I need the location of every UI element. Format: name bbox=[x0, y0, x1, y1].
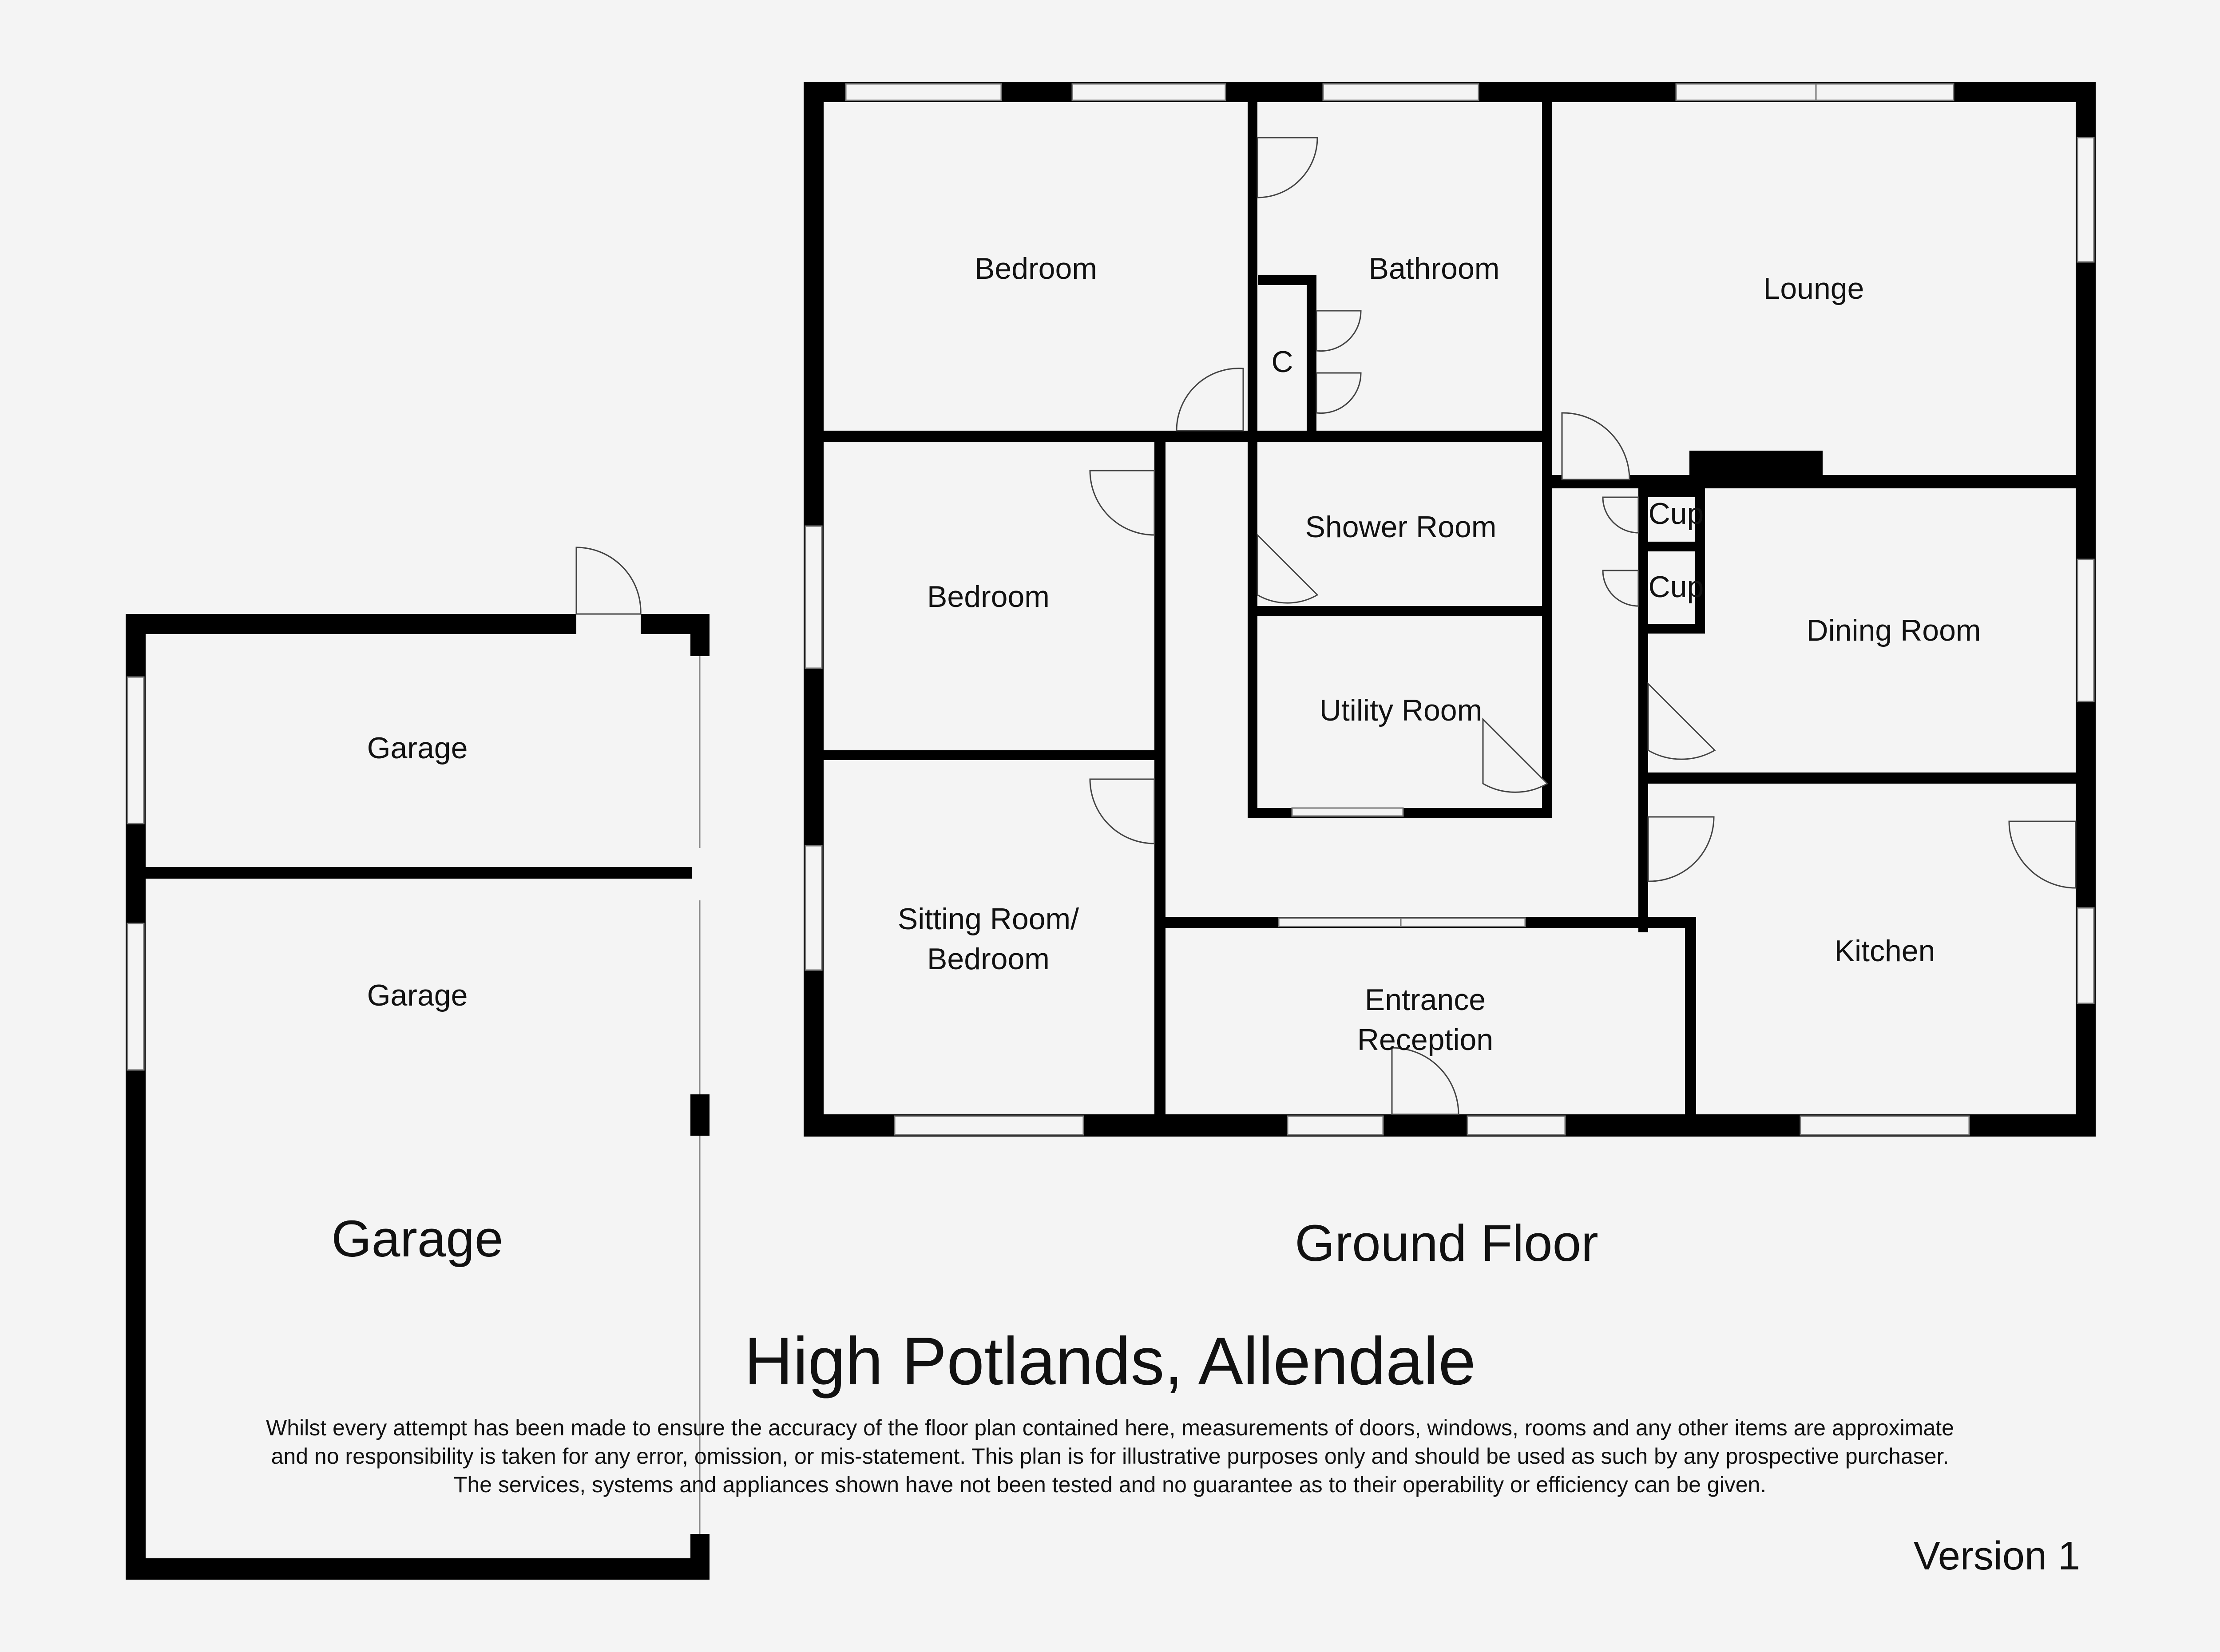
room-label-shower-room: Shower Room bbox=[1305, 510, 1497, 544]
section-title-garage: Garage bbox=[332, 1210, 503, 1268]
room-label-garage-1: Garage bbox=[367, 731, 468, 765]
room-label-sitting-room-line1: Sitting Room/ bbox=[898, 902, 1079, 936]
room-label-entrance-line1: Entrance bbox=[1365, 983, 1486, 1017]
house-doors bbox=[1089, 137, 2077, 1115]
room-label-garage-2: Garage bbox=[367, 979, 468, 1012]
garage-door-swing bbox=[575, 547, 642, 615]
room-label-entrance-line2: Reception bbox=[1357, 1023, 1493, 1057]
room-label-sitting-room-line2: Bedroom bbox=[927, 942, 1050, 976]
room-label-bedroom-2: Bedroom bbox=[927, 580, 1050, 614]
room-label-kitchen: Kitchen bbox=[1835, 934, 1935, 968]
room-label-utility-room: Utility Room bbox=[1320, 693, 1483, 727]
room-label-cupboard-2: Cup bbox=[1649, 570, 1704, 604]
room-label-dining-room: Dining Room bbox=[1806, 614, 1981, 647]
disclaimer: Whilst every attempt has been made to en… bbox=[266, 1415, 1954, 1497]
disclaimer-line-1: Whilst every attempt has been made to en… bbox=[266, 1415, 1954, 1440]
disclaimer-line-2: and no responsibility is taken for any e… bbox=[271, 1444, 1949, 1469]
plan-title: High Potlands, Allendale bbox=[744, 1323, 1476, 1399]
room-labels: Bedroom Bathroom C Lounge Bedroom Shower… bbox=[367, 252, 1981, 1057]
disclaimer-line-3: The services, systems and appliances sho… bbox=[454, 1472, 1766, 1497]
garage-building bbox=[126, 547, 710, 1580]
house-windows bbox=[805, 83, 2095, 1136]
version-label: Version 1 bbox=[1914, 1534, 2080, 1578]
room-label-bathroom: Bathroom bbox=[1369, 252, 1500, 285]
section-title-ground-floor: Ground Floor bbox=[1295, 1214, 1598, 1272]
room-label-lounge: Lounge bbox=[1764, 272, 1864, 305]
room-label-cupboard-1: Cup bbox=[1649, 497, 1704, 531]
room-label-cupboard-c: C bbox=[1271, 345, 1293, 379]
room-label-bedroom-1: Bedroom bbox=[975, 252, 1097, 285]
